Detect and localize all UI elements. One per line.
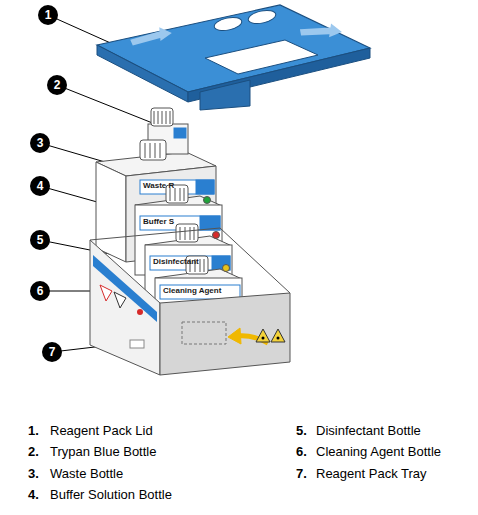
list-number: 4. xyxy=(28,487,39,502)
callout-number: 2 xyxy=(54,79,61,91)
bottle-label: Buffer S xyxy=(143,217,174,226)
callout-circle: 7 xyxy=(42,342,62,362)
bottle-label: Disinfectant xyxy=(153,257,199,266)
bottle-label: Waste R xyxy=(143,181,174,190)
callout-number: 3 xyxy=(37,137,44,149)
part-name: Reagent Pack Lid xyxy=(50,423,153,438)
list-number: 5. xyxy=(296,423,307,438)
callout-circle: 5 xyxy=(30,230,50,250)
part-name: Trypan Blue Bottle xyxy=(50,444,156,459)
part-name: Reagent Pack Tray xyxy=(316,466,427,481)
reagent-pack-lid xyxy=(97,5,370,110)
callout-circle: 4 xyxy=(30,176,50,196)
list-number: 6. xyxy=(296,444,307,459)
part-name: Cleaning Agent Bottle xyxy=(316,444,441,459)
part-name: Buffer Solution Bottle xyxy=(50,487,172,502)
callout-circle: 3 xyxy=(30,133,50,153)
waste-bottle-cap xyxy=(140,140,166,160)
bottle-label: Cleaning Agent xyxy=(163,286,221,295)
callout-circle: 6 xyxy=(30,281,50,301)
callout-number: 1 xyxy=(45,9,52,21)
callout-number: 7 xyxy=(49,346,56,358)
list-number: 2. xyxy=(28,444,39,459)
callout-number: 5 xyxy=(37,234,44,246)
list-number: 3. xyxy=(28,466,39,481)
list-number: 7. xyxy=(296,466,307,481)
callout-number: 6 xyxy=(37,285,44,297)
reagent-pack-tray xyxy=(90,228,290,375)
list-number: 1. xyxy=(28,423,39,438)
callout-number: 4 xyxy=(37,180,44,192)
callout-circle: 2 xyxy=(47,75,67,95)
part-name: Disinfectant Bottle xyxy=(316,423,421,438)
part-name: Waste Bottle xyxy=(50,466,123,481)
callout-circle: 1 xyxy=(38,5,58,25)
